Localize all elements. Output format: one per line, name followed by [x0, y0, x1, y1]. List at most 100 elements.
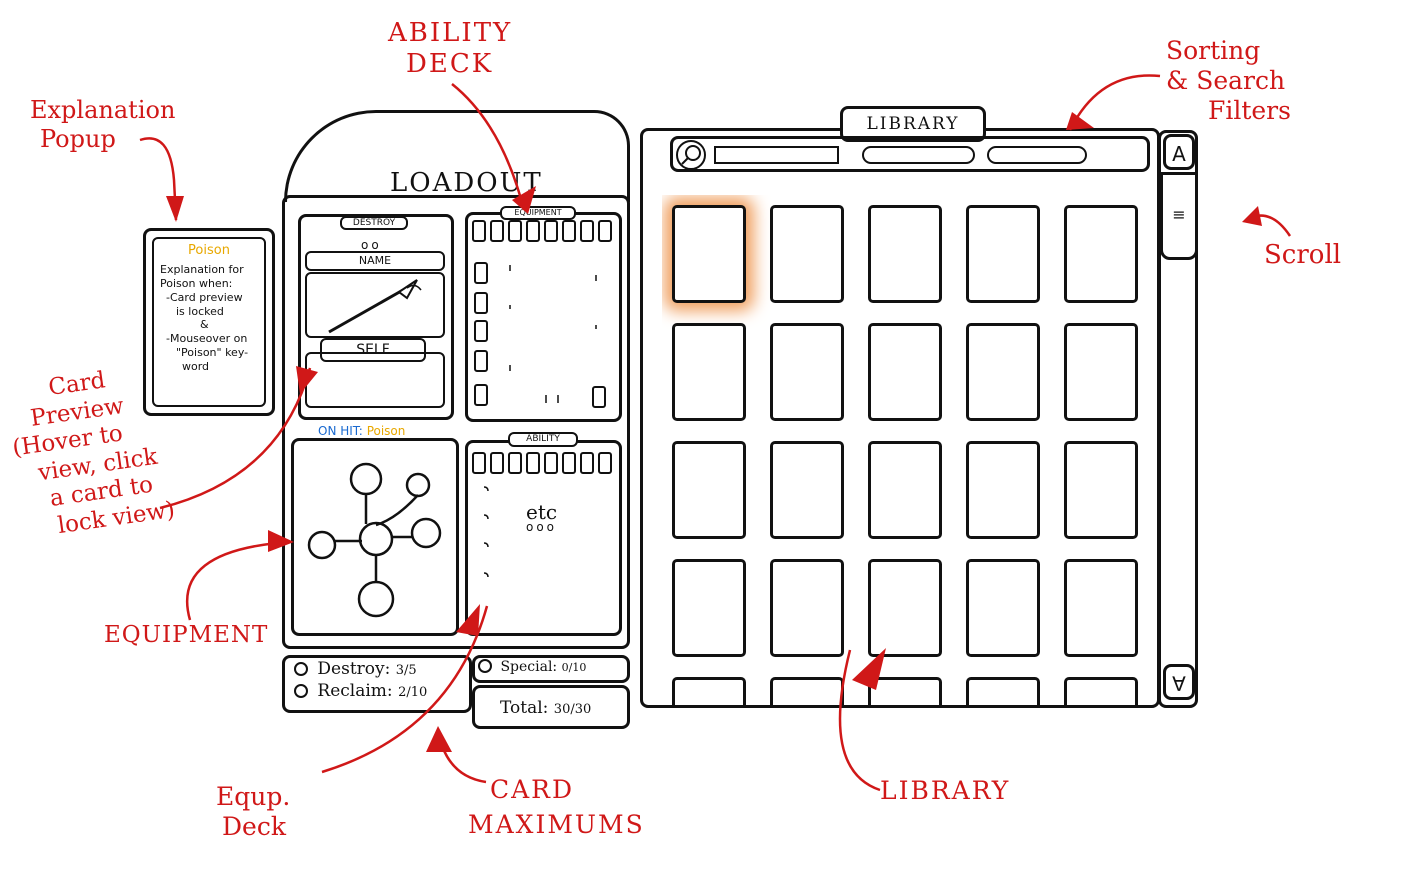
library-card[interactable]: [672, 441, 746, 539]
library-card[interactable]: [868, 559, 942, 657]
library-card[interactable]: [672, 205, 746, 303]
deck-slot[interactable]: [472, 220, 486, 242]
library-grid: [662, 195, 1152, 705]
arrowhead: [512, 186, 536, 214]
reclaim-icon: [294, 684, 308, 698]
annotation-line: Sorting: [1166, 36, 1261, 65]
total-box: [472, 685, 630, 729]
library-card[interactable]: [966, 559, 1040, 657]
arrowhead: [1242, 206, 1262, 226]
library-card[interactable]: [672, 677, 746, 705]
library-card[interactable]: [672, 559, 746, 657]
library-card[interactable]: [770, 441, 844, 539]
deck-slot[interactable]: [472, 452, 486, 474]
poison-keyword[interactable]: Poison: [366, 424, 406, 438]
library-card[interactable]: [770, 205, 844, 303]
annotation-line: MAXIMUMS: [468, 810, 645, 839]
library-card[interactable]: [966, 441, 1040, 539]
annotation-line: CARD: [490, 775, 575, 804]
search-icon[interactable]: [676, 140, 706, 170]
scroll-up-button[interactable]: A: [1163, 134, 1195, 170]
library-card[interactable]: [770, 323, 844, 421]
annotation-line: Explanation: [30, 96, 176, 124]
deck-slot[interactable]: [474, 384, 488, 406]
annotation-ability-deck: ABILITY DECK: [388, 18, 512, 80]
special-max: Special: 0/10: [478, 659, 586, 675]
card-art: [305, 272, 445, 338]
library-card[interactable]: [868, 205, 942, 303]
card-preview[interactable]: [298, 214, 454, 420]
card-name: NAME: [305, 251, 445, 271]
library-card[interactable]: [1064, 205, 1138, 303]
arrow-card-preview: [159, 367, 312, 510]
library-card[interactable]: [1064, 323, 1138, 421]
annotation-sorting: Sorting & Search Filters: [1166, 36, 1291, 126]
scroll-thumb[interactable]: ≡: [1160, 172, 1198, 260]
deck-slot[interactable]: [526, 452, 540, 474]
deck-slot[interactable]: [562, 220, 576, 242]
destroy-max-value: 3/5: [395, 663, 417, 678]
special-max-value: 0/10: [561, 661, 587, 674]
library-card[interactable]: [966, 677, 1040, 705]
search-bar: [670, 136, 1150, 172]
arrowhead: [456, 604, 480, 636]
sort-dropdown[interactable]: [862, 146, 975, 164]
scrollbar[interactable]: [1158, 130, 1198, 708]
deck-slot[interactable]: [598, 452, 612, 474]
annotation-equip-deck: Equp. Deck: [216, 782, 290, 842]
deck-slot[interactable]: [544, 452, 558, 474]
popup-line: "Poison" key-: [176, 345, 249, 359]
library-card[interactable]: [868, 441, 942, 539]
deck-slot[interactable]: [474, 262, 488, 284]
annotation-line: ABILITY: [388, 18, 513, 48]
arrowhead: [852, 648, 886, 690]
destroy-icon: [294, 662, 308, 676]
special-max-label: Special:: [500, 659, 558, 675]
library-card[interactable]: [868, 323, 942, 421]
deck-slot[interactable]: [508, 452, 522, 474]
total-max: Total: 30/30: [500, 698, 591, 718]
loadout-panel: [282, 195, 630, 649]
arrow-popup: [139, 137, 178, 221]
deck-slot[interactable]: [580, 452, 594, 474]
special-icon: [478, 659, 492, 673]
popup-line: Poison when:: [160, 277, 233, 290]
annotation-line: Deck: [222, 812, 286, 841]
library-card[interactable]: [672, 323, 746, 421]
destroy-max-label: Destroy:: [317, 659, 391, 679]
library-card[interactable]: [1064, 677, 1138, 705]
destroy-max: Destroy: 3/5: [294, 659, 417, 679]
magnifier-icon: [681, 145, 701, 165]
popup-line: is locked: [176, 304, 224, 318]
explanation-popup: Poison Explanation for Poison when: -Car…: [143, 228, 275, 416]
deck-slot[interactable]: [474, 292, 488, 314]
annotation-line: Popup: [40, 124, 116, 153]
library-card[interactable]: [1064, 441, 1138, 539]
library-card[interactable]: [966, 323, 1040, 421]
ability-row-marks: [483, 486, 489, 578]
deck-slot[interactable]: [580, 220, 594, 242]
library-card[interactable]: [966, 205, 1040, 303]
scroll-down-button[interactable]: ∀: [1163, 664, 1195, 700]
deck-slot[interactable]: [474, 350, 488, 372]
deck-slot[interactable]: [490, 220, 504, 242]
library-card[interactable]: [1064, 559, 1138, 657]
filter-input[interactable]: [987, 146, 1087, 164]
deck-slot[interactable]: [526, 220, 540, 242]
deck-slot[interactable]: [562, 452, 576, 474]
arrow-equipment: [185, 540, 291, 621]
library-card[interactable]: [868, 677, 942, 705]
search-input[interactable]: [714, 146, 839, 164]
library-card[interactable]: [770, 559, 844, 657]
deck-slot[interactable]: [490, 452, 504, 474]
deck-slot[interactable]: [592, 386, 606, 408]
popup-line: -Card preview: [166, 290, 243, 304]
annotation-line: DECK: [406, 49, 494, 80]
deck-slot[interactable]: [474, 320, 488, 342]
annotation-line: Filters: [1208, 96, 1291, 125]
annotation-scroll: Scroll: [1264, 240, 1342, 270]
annotation-card-maximums: CARD MAXIMUMS: [468, 772, 645, 842]
deck-slot[interactable]: [508, 220, 522, 242]
deck-slot[interactable]: [544, 220, 558, 242]
deck-slot[interactable]: [598, 220, 612, 242]
